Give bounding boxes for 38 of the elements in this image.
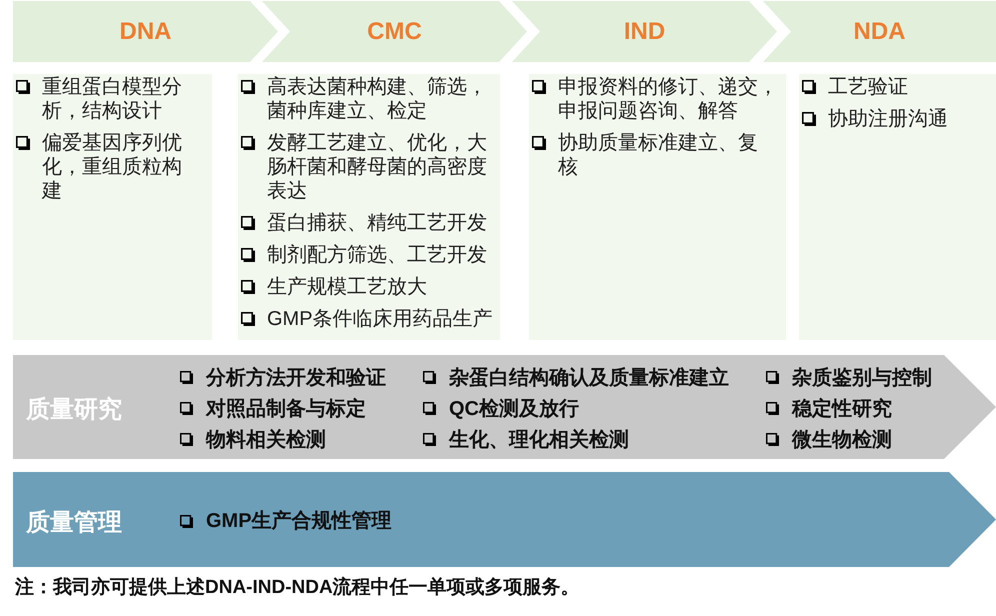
list-item: 稳定性研究 bbox=[792, 396, 892, 420]
list-item: 工艺验证 bbox=[828, 75, 908, 99]
step-title: CMC bbox=[367, 18, 422, 46]
arrow-band bbox=[13, 355, 996, 459]
task-panel bbox=[238, 74, 500, 340]
chevron-step bbox=[763, 1, 996, 62]
list-item: GMP条件临床用药品生产 bbox=[267, 307, 493, 331]
step-title: NDA bbox=[854, 18, 906, 46]
band-title: 质量管理 bbox=[26, 508, 122, 536]
list-item: 物料相关检测 bbox=[206, 428, 326, 452]
list-item: 发酵工艺建立、优化，大肠杆菌和酵母菌的高密度表达 bbox=[267, 131, 488, 203]
task-panel bbox=[529, 74, 786, 340]
task-panel bbox=[13, 74, 212, 340]
step-title: DNA bbox=[120, 18, 172, 46]
chevron-step bbox=[13, 1, 278, 62]
chevron-step bbox=[262, 1, 527, 62]
step-title: IND bbox=[624, 18, 666, 46]
list-item: 生化、理化相关检测 bbox=[449, 428, 629, 452]
list-item: 高表达菌种构建、筛选，菌种库建立、检定 bbox=[267, 75, 488, 123]
list-item: 重组蛋白模型分析，结构设计 bbox=[42, 75, 182, 123]
list-item: 对照品制备与标定 bbox=[206, 396, 366, 420]
list-item: 微生物检测 bbox=[792, 428, 892, 452]
list-item: 制剂配方筛选、工艺开发 bbox=[267, 243, 487, 267]
list-item: QC检测及放行 bbox=[449, 396, 579, 420]
task-panel bbox=[799, 74, 996, 340]
list-item: 生产规模工艺放大 bbox=[267, 275, 427, 299]
list-item: 杂质鉴别与控制 bbox=[792, 366, 932, 390]
list-item: 杂蛋白结构确认及质量标准建立 bbox=[449, 366, 729, 390]
arrow-band bbox=[13, 472, 996, 567]
list-item: 协助质量标准建立、复核 bbox=[558, 131, 759, 179]
footnote: 注：我司亦可提供上述DNA-IND-NDA流程中任一单项或多项服务。 bbox=[15, 577, 580, 599]
chevron-step bbox=[512, 1, 777, 62]
list-item: 蛋白捕获、精纯工艺开发 bbox=[267, 211, 487, 235]
list-item: 分析方法开发和验证 bbox=[206, 366, 386, 390]
list-item: 协助注册沟通 bbox=[828, 107, 948, 131]
list-item: GMP生产合规性管理 bbox=[206, 509, 392, 533]
list-item: 申报资料的修订、递交，申报问题咨询、解答 bbox=[558, 75, 778, 123]
list-item: 偏爱基因序列优化，重组质粒构建 bbox=[42, 131, 182, 203]
